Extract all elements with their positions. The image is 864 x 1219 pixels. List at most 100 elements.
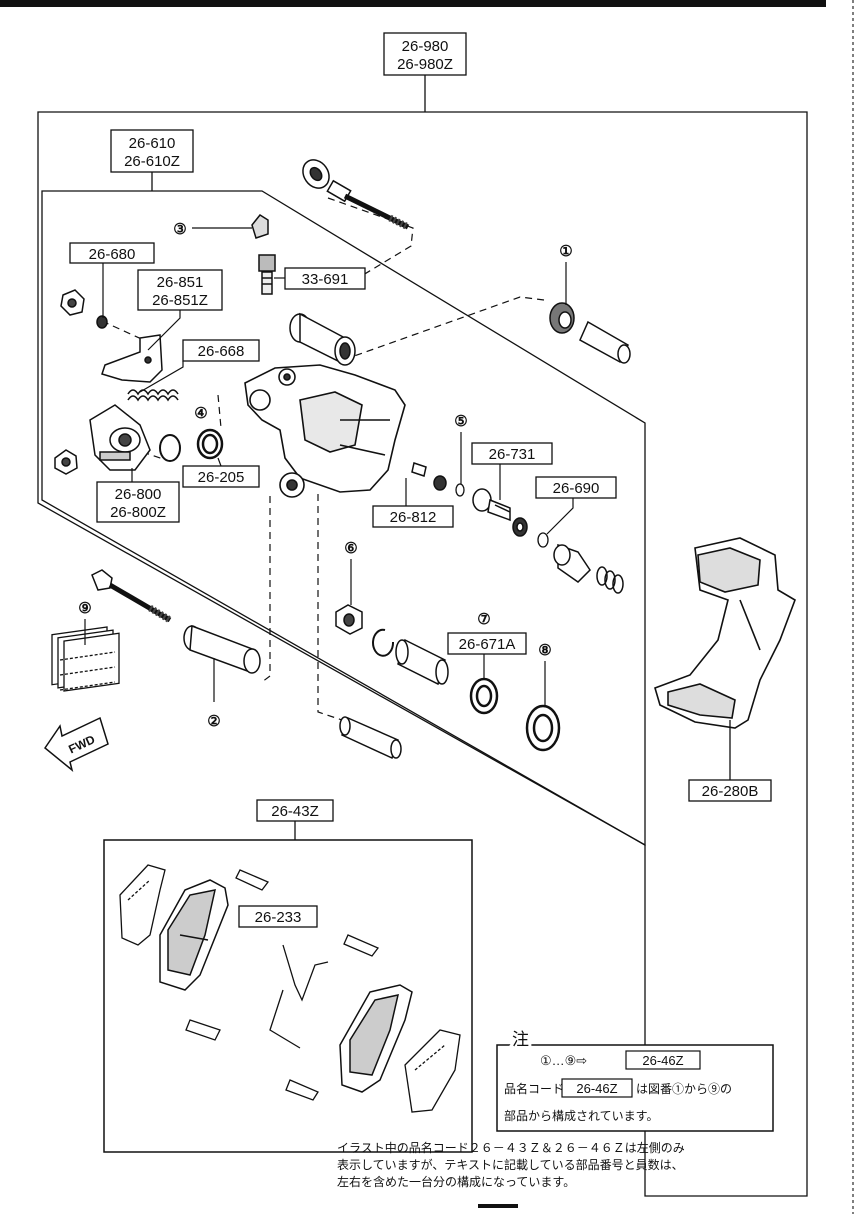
label-bracket[interactable]: 26-851 26-851Z	[137, 269, 223, 311]
svg-text:⑦: ⑦	[477, 611, 490, 628]
svg-text:26-812: 26-812	[390, 509, 437, 526]
callout-9[interactable]: ⑨	[78, 600, 91, 617]
return-spring	[127, 389, 179, 402]
seal-7	[469, 677, 499, 715]
label-pin[interactable]: 26-812	[372, 505, 454, 528]
long-bolt	[91, 569, 172, 624]
label-caliper[interactable]: 26-610 26-610Z	[110, 129, 194, 173]
svg-text:26-980Z: 26-980Z	[397, 56, 453, 73]
svg-text:26-205: 26-205	[198, 469, 245, 486]
callout-7[interactable]: ⑦	[477, 611, 490, 628]
label-piston[interactable]: 26-671A	[447, 632, 527, 655]
svg-text:26-46Z: 26-46Z	[576, 1081, 617, 1096]
piston	[395, 638, 449, 686]
svg-text:②: ②	[207, 713, 220, 730]
leader-spring	[139, 361, 184, 393]
footer-line-2: 表示していますが、テキストに記載している部品番号と員数は、	[337, 1157, 684, 1172]
note-line3: 部品から構成されています。	[504, 1108, 658, 1123]
label-spring[interactable]: 26-668	[182, 339, 260, 362]
label-shaft[interactable]: 26-731	[471, 442, 553, 465]
pad-hardware-stack	[51, 626, 120, 692]
boot-8	[525, 704, 561, 752]
svg-text:⑥: ⑥	[344, 540, 357, 557]
callout-4[interactable]: ④	[194, 405, 207, 422]
svg-text:①: ①	[559, 243, 572, 260]
shaft-731	[472, 488, 511, 522]
assembly-frame	[37, 111, 808, 1197]
top-border	[0, 0, 826, 7]
svg-text:⑤: ⑤	[454, 413, 467, 430]
note-line2-code[interactable]: 26-46Z	[561, 1078, 633, 1098]
nut-6	[335, 604, 363, 635]
note-title: 注	[512, 1030, 529, 1049]
washer-shaft	[512, 517, 528, 537]
svg-text:⑧: ⑧	[538, 642, 551, 659]
svg-text:26-980: 26-980	[402, 38, 449, 55]
svg-text:26-800: 26-800	[115, 486, 162, 503]
leader-oring	[546, 498, 574, 535]
footer-line-3: 左右を含めた一台分の構成になっています。	[337, 1174, 575, 1189]
pad-set-frame	[103, 839, 473, 1153]
label-shim[interactable]: 26-233	[238, 905, 318, 928]
callout-3[interactable]: ③	[173, 221, 186, 238]
svg-text:⑨: ⑨	[78, 600, 91, 617]
lever-bracket	[101, 334, 163, 383]
label-pad-set[interactable]: 26-43Z	[256, 799, 334, 822]
callout-8[interactable]: ⑧	[538, 642, 551, 659]
sleeve-upper	[579, 320, 631, 364]
oring-5	[455, 483, 465, 497]
note-line1-range: ①…⑨⇨	[540, 1053, 587, 1068]
svg-text:26-851: 26-851	[157, 274, 204, 291]
brake-pad-right	[339, 984, 413, 1093]
label-oring[interactable]: 26-690	[535, 476, 617, 499]
leader-seal-kit	[217, 457, 222, 467]
label-lever[interactable]: 26-800 26-800Z	[96, 481, 180, 523]
svg-text:26-680: 26-680	[89, 246, 136, 263]
nut-upper-left	[60, 289, 85, 316]
svg-text:26-851Z: 26-851Z	[152, 292, 208, 309]
note-line2-suffix: は図番①から⑨の	[636, 1082, 732, 1096]
snap-ring	[372, 628, 395, 657]
leader-bracket	[147, 310, 181, 351]
washer-upper	[96, 315, 108, 329]
boot-lower	[183, 624, 261, 674]
svg-text:26-46Z: 26-46Z	[642, 1053, 683, 1068]
adjuster	[553, 543, 591, 583]
svg-text:26-280B: 26-280B	[702, 783, 759, 800]
shim-left	[119, 864, 166, 946]
svg-text:26-671A: 26-671A	[459, 636, 516, 653]
bleeder-screw	[258, 254, 276, 295]
label-washer[interactable]: 26-680	[69, 242, 155, 264]
callout-5[interactable]: ⑤	[454, 413, 467, 430]
label-bleeder[interactable]: 33-691	[284, 267, 366, 290]
callout-2[interactable]: ②	[207, 713, 220, 730]
label-carrier[interactable]: 26-280B	[688, 779, 772, 802]
callout-1[interactable]: ①	[559, 243, 572, 260]
guide-pin-upper	[289, 312, 356, 366]
parking-lever	[89, 404, 151, 471]
label-assembly[interactable]: 26-980 26-980Z	[383, 32, 467, 76]
svg-text:26-731: 26-731	[489, 446, 536, 463]
pin-812	[411, 462, 427, 477]
seal-ring-a	[159, 434, 181, 462]
caliper-carrier	[654, 537, 796, 729]
brake-pad-left	[159, 879, 229, 991]
note-line2-prefix: 品名コード	[504, 1081, 564, 1096]
svg-text:③: ③	[173, 221, 186, 238]
svg-text:26-690: 26-690	[553, 480, 600, 497]
caliper-body	[244, 364, 406, 498]
callout-6[interactable]: ⑥	[344, 540, 357, 557]
bottom-mark	[478, 1204, 518, 1208]
svg-text:26-610: 26-610	[129, 135, 176, 152]
svg-text:26-800Z: 26-800Z	[110, 504, 166, 521]
svg-text:26-233: 26-233	[255, 909, 302, 926]
washer-5	[433, 475, 447, 491]
note-line1-code[interactable]: 26-46Z	[625, 1050, 701, 1070]
nut-lower-left	[54, 449, 78, 475]
label-seal-kit[interactable]: 26-205	[182, 465, 260, 488]
oring-690	[537, 532, 549, 548]
svg-text:④: ④	[194, 405, 207, 422]
retainer-clips	[185, 869, 380, 1101]
